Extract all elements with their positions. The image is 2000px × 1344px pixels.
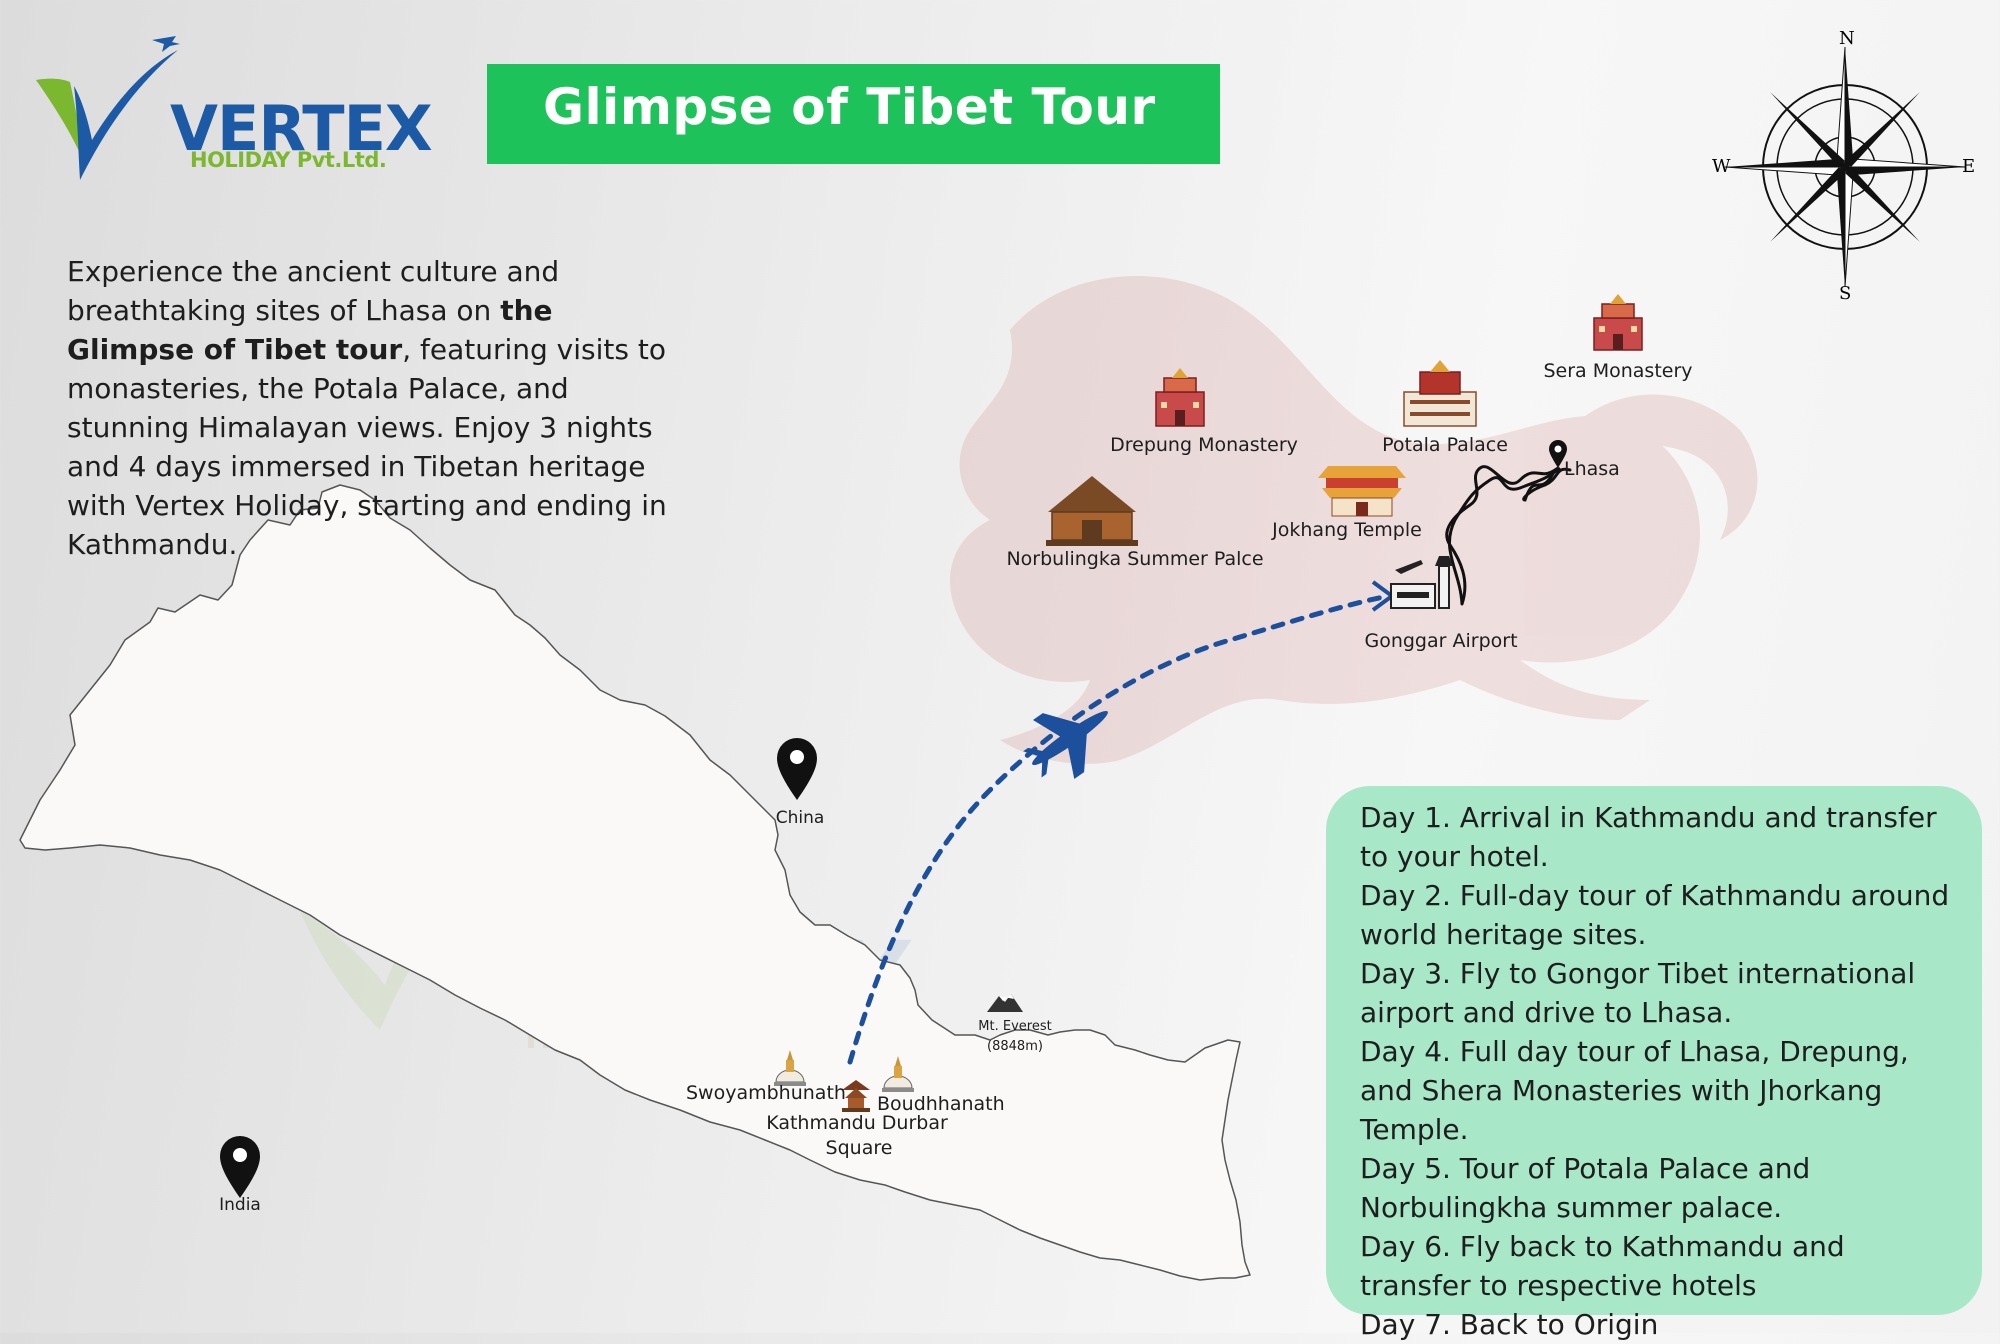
compass-west-label: W xyxy=(1712,156,1731,177)
sera-monastery-icon xyxy=(1593,294,1643,351)
itinerary-day-5: Day 5. Tour of Potala Palace and Norbuli… xyxy=(1360,1152,1811,1224)
everest-name-label: Mt. Everest xyxy=(978,1019,1052,1034)
logo-check-icon xyxy=(36,36,180,180)
durbar-square-label-line2: Square xyxy=(825,1137,893,1159)
potala-palace-label: Potala Palace xyxy=(1382,434,1508,456)
itinerary-day-3: Day 3. Fly to Gongor Tibet international… xyxy=(1360,957,1916,1029)
itinerary-box: Day 1. Arrival in Kathmandu and transfer… xyxy=(1326,786,1982,1341)
swoyambhunath-stupa-icon xyxy=(774,1050,806,1086)
everest-height-label: (8848m) xyxy=(987,1039,1043,1054)
durbar-square-label-line1: Kathmandu Durbar xyxy=(766,1112,948,1134)
jokhang-temple-label: Jokhang Temple xyxy=(1272,519,1422,541)
page-title: Glimpse of Tibet Tour xyxy=(543,78,1156,136)
norbulingka-palace-label: Norbulingka Summer Palce xyxy=(1006,548,1264,570)
compass-south-label: S xyxy=(1839,283,1852,304)
gonggar-airport-label: Gonggar Airport xyxy=(1364,630,1518,652)
compass-east-label: E xyxy=(1962,156,1976,177)
compass-north-label: N xyxy=(1839,28,1855,49)
mountain-icon xyxy=(987,994,1023,1012)
durbar-temple-icon xyxy=(842,1080,870,1112)
intro-text-2: , featuring visits to monasteries, the P… xyxy=(67,333,667,561)
china-label: China xyxy=(775,808,825,828)
itinerary-day-2: Day 2. Full-day tour of Kathmandu around… xyxy=(1360,879,1950,951)
lhasa-pin-icon xyxy=(1549,440,1567,468)
swoyambhunath-label: Swoyambhunath xyxy=(686,1082,846,1104)
airplane-icon xyxy=(1023,710,1108,779)
nepal-map xyxy=(19,484,1251,1281)
china-pin-icon xyxy=(777,738,817,800)
itinerary-day-6: Day 6. Fly back to Kathmandu and transfe… xyxy=(1360,1230,1845,1302)
drepung-monastery-icon xyxy=(1155,368,1205,427)
logo-sub-text: HOLIDAY Pvt.Ltd. xyxy=(190,148,387,172)
airport-icon xyxy=(1390,556,1453,609)
itinerary-day-4: Day 4. Full day tour of Lhasa, Drepung, … xyxy=(1360,1035,1909,1146)
jokhang-temple-icon xyxy=(1318,466,1406,517)
potala-palace-icon xyxy=(1403,360,1477,427)
title-banner: Glimpse of Tibet Tour xyxy=(487,64,1220,164)
intro-paragraph: Experience the ancient culture and breat… xyxy=(67,252,667,564)
compass-rose-icon xyxy=(1724,46,1966,288)
india-pin-icon xyxy=(220,1136,260,1198)
intro-tour-name: the Glimpse of Tibet tour xyxy=(67,294,553,366)
boudhanath-label: Boudhhanath xyxy=(877,1093,1005,1115)
sera-monastery-label: Sera Monastery xyxy=(1543,360,1693,382)
boudhanath-stupa-icon xyxy=(882,1056,914,1092)
flight-route xyxy=(847,593,1391,1065)
dragon-watermark xyxy=(950,276,1758,764)
ground-route-line xyxy=(1448,466,1561,605)
itinerary-day-1: Day 1. Arrival in Kathmandu and transfer… xyxy=(1360,801,1937,873)
drepung-monastery-label: Drepung Monastery xyxy=(1110,434,1298,456)
norbulingka-palace-icon xyxy=(1046,476,1138,546)
itinerary-day-7: Day 7. Back to Origin xyxy=(1360,1308,1659,1341)
logo-brand-text: VERTEX xyxy=(170,92,433,165)
intro-text-1: Experience the ancient culture and breat… xyxy=(67,255,560,327)
lhasa-label: Lhasa xyxy=(1564,458,1620,480)
vertex-logo[interactable]: VERTEX HOLIDAY Pvt.Ltd. xyxy=(30,30,433,190)
india-label: India xyxy=(219,1195,261,1215)
ground-route xyxy=(1445,465,1572,606)
